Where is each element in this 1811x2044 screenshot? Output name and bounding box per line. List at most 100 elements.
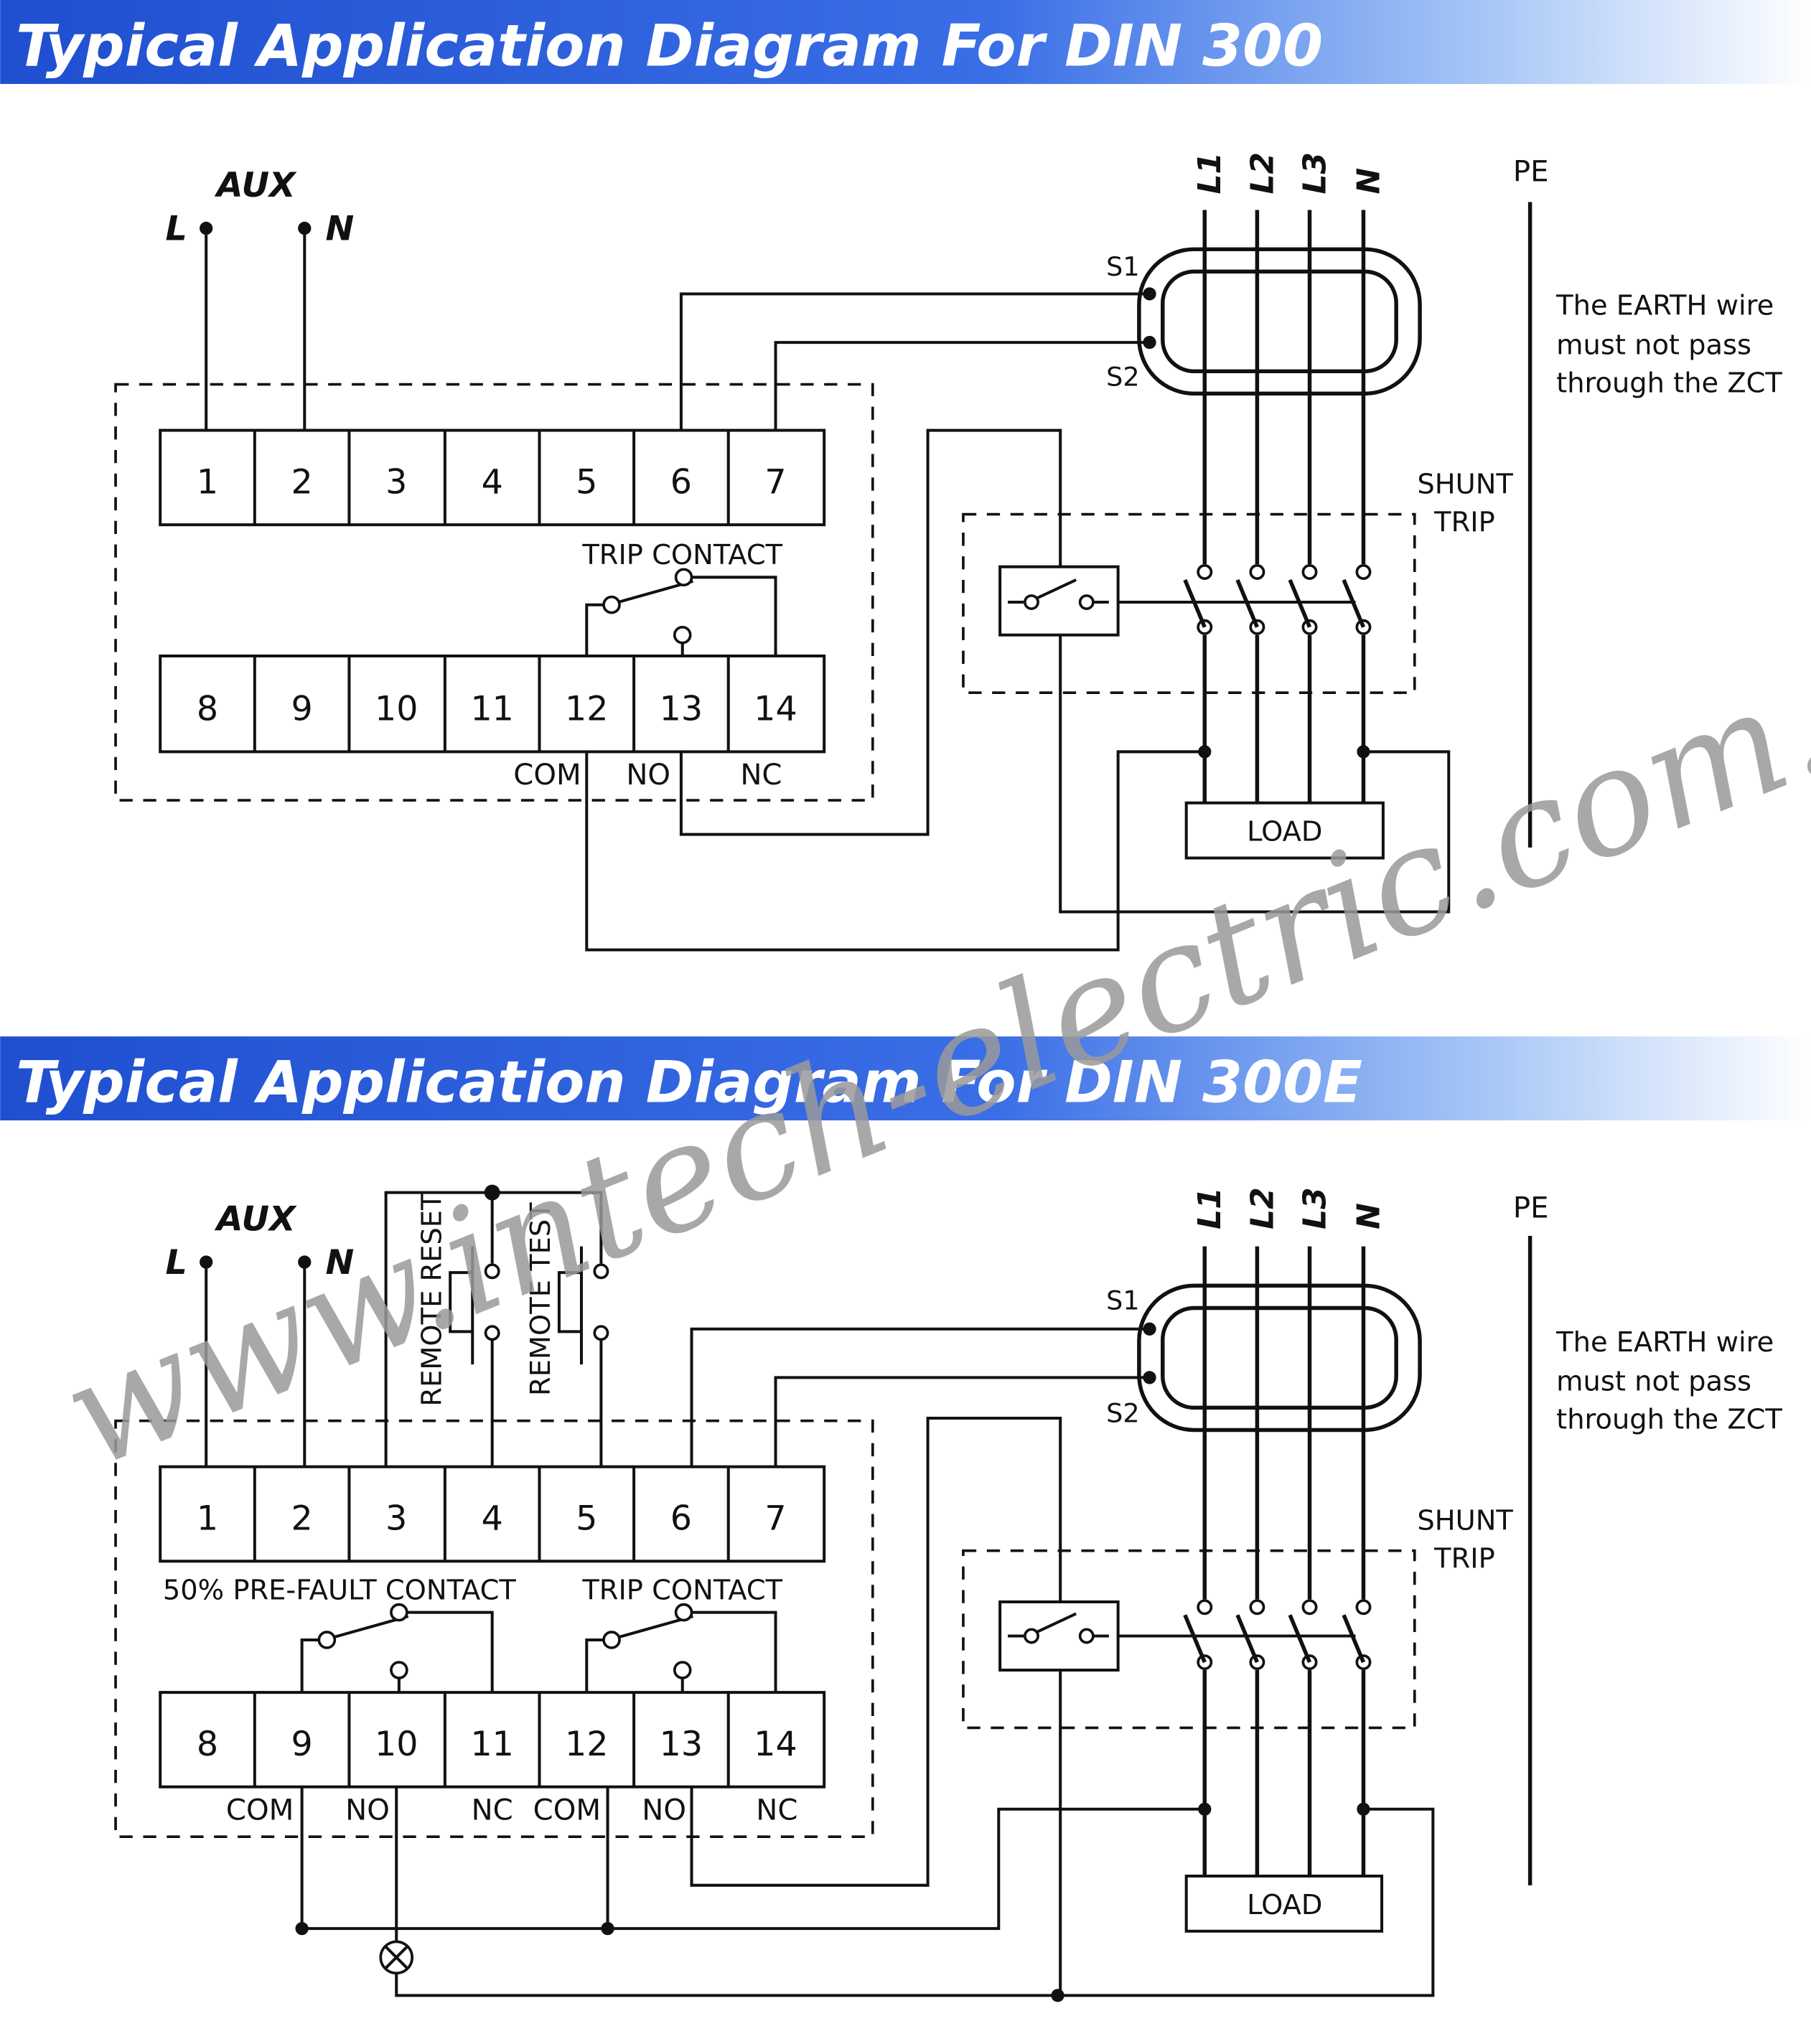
banner-background (0, 1036, 1811, 1121)
phase-l1-label: L1 (1192, 1187, 1228, 1229)
earth-note-line3: through the ZCT (1556, 1404, 1782, 1436)
aux-n-label: N (326, 210, 355, 249)
junction-n (1357, 745, 1370, 759)
diagram-din300e: AUX L N REMOTE RESET REMOTE TEST (114, 1184, 1782, 2002)
terminal-4: 4 (482, 462, 503, 502)
phase-n-label: N (1350, 1203, 1387, 1229)
shunt-trip-coil (998, 1600, 1120, 1672)
earth-note-line2: must not pass (1556, 329, 1751, 362)
junction-shunt (1051, 1989, 1064, 2002)
wire-s1 (679, 292, 1150, 431)
terminal-2: 2 (291, 462, 313, 502)
aux-label: AUX (214, 1200, 297, 1239)
earth-note-line1: The EARTH wire (1555, 290, 1774, 322)
shunt-label: SHUNT (1417, 1504, 1513, 1537)
label-no-prefault: NO (345, 1794, 390, 1827)
junction-n (1357, 1802, 1370, 1816)
trip-label: TRIP (1433, 1542, 1495, 1575)
remote-test-label: REMOTE TEST (525, 1202, 557, 1396)
zct-ring (1137, 1283, 1422, 1433)
terminal-1: 1 (197, 1499, 218, 1538)
s2-label: S2 (1106, 361, 1139, 392)
relay-enclosure (114, 1419, 874, 1839)
prefault-contact-symbol (300, 1603, 494, 1693)
terminal-14: 14 (754, 690, 797, 729)
phase-l1-label: L1 (1192, 152, 1228, 194)
shunt-trip-enclosure (962, 512, 1416, 695)
remote-buttons (384, 1184, 609, 1467)
trip-contact-symbol (585, 568, 777, 656)
terminal-7: 7 (764, 462, 786, 502)
terminal-11: 11 (470, 1725, 513, 1764)
load-box (1184, 801, 1385, 860)
terminal-13: 13 (660, 1725, 703, 1764)
indicator-lamp-icon (379, 1940, 414, 1975)
label-com: COM (513, 759, 581, 792)
wire-no-to-shunt (679, 428, 1062, 836)
aux-l-terminal (200, 221, 213, 235)
terminal-9: 9 (291, 1725, 313, 1764)
terminal-1: 1 (197, 462, 218, 502)
terminal-5: 5 (576, 462, 597, 502)
junction-l1 (1198, 745, 1212, 759)
aux-label: AUX (214, 166, 297, 205)
terminal-3: 3 (385, 1499, 407, 1538)
phase-n-label: N (1350, 168, 1387, 194)
banner-din300: Typical Application Diagram For DIN 300 (0, 0, 1811, 84)
junction-l1 (1198, 1802, 1212, 1816)
terminal-8: 8 (197, 690, 218, 729)
wire-com-to-l1 (300, 1786, 1205, 1931)
banner-title: Typical Application Diagram For DIN 300E (16, 1049, 1362, 1116)
terminal-block-top: 1 2 3 4 5 6 7 (159, 1465, 826, 1563)
terminal-6: 6 (670, 462, 692, 502)
banner-title: Typical Application Diagram For DIN 300 (16, 11, 1323, 79)
terminal-14: 14 (754, 1725, 797, 1764)
trip-label: TRIP (1433, 506, 1495, 538)
label-nc-prefault: NC (472, 1794, 513, 1827)
s1-label: S1 (1106, 1285, 1139, 1316)
prefault-contact-label: 50% PRE-FAULT CONTACT (163, 1574, 517, 1606)
junction-com (295, 1921, 309, 1936)
breaker-contacts (1118, 1599, 1372, 1671)
terminal-block-bottom: 8 9 10 11 12 13 14 (159, 654, 826, 754)
terminal-10: 10 (375, 690, 418, 729)
terminal-12: 12 (565, 1725, 608, 1764)
banner-din300e: Typical Application Diagram For DIN 300E (0, 1036, 1811, 1121)
shunt-trip-coil (998, 565, 1120, 637)
trip-contact-label: TRIP CONTACT (581, 539, 782, 571)
junction-trip-com (601, 1921, 614, 1936)
phase-l2-label: L2 (1244, 1187, 1281, 1229)
aux-l-label: L (166, 210, 187, 249)
terminal-12: 12 (565, 690, 608, 729)
phase-l3-label: L3 (1296, 1187, 1333, 1229)
label-nc: NC (740, 759, 782, 792)
wire-neutral-return (395, 1807, 1435, 1997)
label-com-trip: COM (533, 1794, 601, 1827)
earth-note-line1: The EARTH wire (1555, 1326, 1774, 1359)
phase-l3-label: L3 (1296, 152, 1333, 194)
pe-label: PE (1513, 1191, 1549, 1224)
aux-l-label: L (166, 1243, 187, 1283)
terminal-7: 7 (764, 1499, 786, 1538)
terminal-block-bottom: 8 9 10 11 12 13 14 (159, 1691, 826, 1788)
diagram-din300: AUX L N 1 2 3 4 5 6 7 TRIP CONTACT (114, 152, 1782, 952)
phase-conductors (1202, 210, 1366, 803)
phase-l2-label: L2 (1244, 152, 1281, 194)
load-label: LOAD (1247, 816, 1322, 848)
aux-n-label: N (326, 1243, 355, 1283)
terminal-6: 6 (670, 1499, 692, 1538)
s2-label: S2 (1106, 1398, 1139, 1429)
terminal-8: 8 (197, 1725, 218, 1764)
remote-reset-label: REMOTE RESET (416, 1193, 448, 1407)
terminal-9: 9 (291, 690, 313, 729)
terminal-block-top: 1 2 3 4 5 6 7 (159, 428, 826, 527)
terminal-3: 3 (385, 462, 407, 502)
wire-shunt-return (1059, 634, 1451, 914)
label-com-prefault: COM (226, 1794, 294, 1827)
load-label: LOAD (1247, 1889, 1322, 1921)
wire-s2 (774, 1376, 1150, 1467)
terminal-10: 10 (375, 1725, 418, 1764)
trip-contact-label: TRIP CONTACT (581, 1574, 782, 1606)
earth-note-line3: through the ZCT (1556, 367, 1782, 400)
